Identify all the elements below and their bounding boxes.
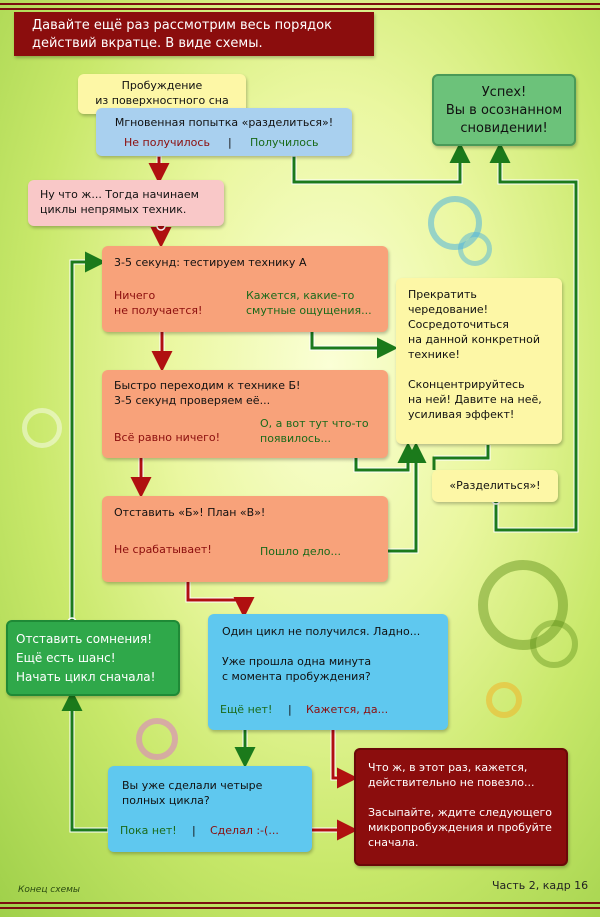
technique-b-title: Быстро переходим к технике Б! 3-5 секунд… [114, 379, 301, 407]
cycle-failed-text: Один цикл не получился. Ладно... Уже про… [222, 625, 421, 683]
cycle-failed-node: Один цикл не получился. Ладно... Уже про… [208, 614, 448, 730]
top-frame-line-2 [0, 8, 600, 10]
separate-node: «Разделиться»! [432, 470, 558, 502]
restart-text: Отставить сомнения! Ещё есть шанс! Начат… [16, 632, 156, 684]
footer-page-label: Часть 2, кадр 16 [492, 879, 589, 892]
deco-circle [530, 620, 578, 668]
four-cycles-node: Вы уже сделали четыре полных цикла? Пока… [108, 766, 312, 852]
bottom-frame-line [0, 902, 600, 904]
attempt-separator: | [228, 136, 232, 149]
focus-node: Прекратить чередование! Сосредоточиться … [396, 278, 562, 444]
cycle-failed-yes-label: Кажется, да... [306, 703, 389, 716]
technique-b-fail-label: Всё равно ничего! [114, 431, 221, 444]
header-banner: Давайте ещё раз рассмотрим весь порядок … [14, 12, 374, 56]
deco-circle [136, 718, 178, 760]
technique-a-fail-label: Ничего не получается! [114, 289, 203, 317]
plan-b-node: Отставить «Б»! План «В»! Не срабатывает!… [102, 496, 388, 582]
four-cycles-no-label: Пока нет! [120, 824, 177, 837]
deco-circle [458, 232, 492, 266]
four-cycles-separator: | [192, 824, 196, 837]
attempt-title: Мгновенная попытка «разделиться»! [114, 116, 334, 129]
footer-end-label: Конец схемы [18, 885, 81, 895]
cycle-failed-no-label: Ещё нет! [220, 703, 273, 716]
awake-text: Пробуждение из поверхностного сна [95, 79, 229, 107]
deco-circle [22, 408, 62, 448]
four-cycles-yes-label: Сделал :-(... [210, 824, 279, 837]
technique-b-node: Быстро переходим к технике Б! 3-5 секунд… [102, 370, 388, 458]
header-text: Давайте ещё раз рассмотрим весь порядок … [32, 18, 332, 51]
technique-a-title: 3-5 секунд: тестируем технику А [114, 256, 307, 269]
top-frame-line [0, 3, 600, 5]
attempt-node: Мгновенная попытка «разделиться»! Не пол… [96, 108, 352, 156]
plan-b-ok-label: Пошло дело... [260, 545, 341, 558]
plan-b-title: Отставить «Б»! План «В»! [114, 506, 266, 519]
success-node: Успех! Вы в осознанном сновидении! [432, 74, 576, 146]
technique-a-node: 3-5 секунд: тестируем технику А Ничего н… [102, 246, 388, 332]
deco-circle [478, 560, 568, 650]
cycles-node: Ну что ж... Тогда начинаем циклы непрямы… [28, 180, 224, 226]
attempt-ok-label: Получилось [250, 136, 319, 149]
deco-circle [428, 196, 482, 250]
plan-b-fail-label: Не срабатывает! [114, 543, 212, 556]
awake-node: Пробуждение из поверхностного сна [78, 74, 246, 114]
attempt-fail-label: Не получилось [124, 136, 210, 149]
deco-circle [486, 682, 522, 718]
technique-b-ok-label: О, а вот тут что-то появилось... [260, 417, 369, 445]
separate-text: «Разделиться»! [449, 479, 541, 492]
unlucky-node: Что ж, в этот раз, кажется, действительн… [354, 748, 568, 866]
restart-node: Отставить сомнения! Ещё есть шанс! Начат… [6, 620, 180, 696]
four-cycles-text: Вы уже сделали четыре полных цикла? [122, 779, 263, 807]
bottom-frame-line-2 [0, 907, 600, 909]
cycle-failed-separator: | [288, 703, 292, 716]
focus-text: Прекратить чередование! Сосредоточиться … [408, 288, 542, 421]
unlucky-text: Что ж, в этот раз, кажется, действительн… [368, 761, 552, 849]
success-text: Успех! Вы в осознанном сновидении! [445, 85, 563, 136]
technique-a-ok-label: Кажется, какие-то смутные ощущения... [246, 289, 372, 317]
cycles-text: Ну что ж... Тогда начинаем циклы непрямы… [40, 188, 199, 216]
